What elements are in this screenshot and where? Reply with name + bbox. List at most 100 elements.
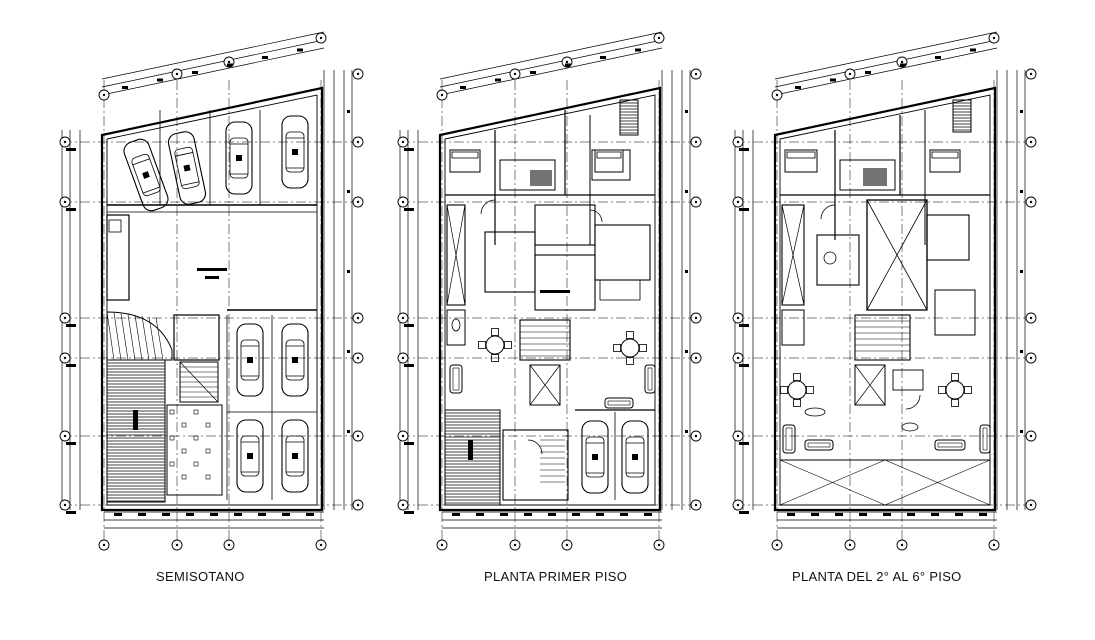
axis-bubble-dot xyxy=(657,36,661,40)
axis-bubble-dot xyxy=(736,356,740,360)
car-tag xyxy=(247,453,253,459)
parked-car xyxy=(621,420,649,494)
grid-axis-bubble xyxy=(436,539,448,551)
axis-bubble-dot xyxy=(1029,316,1033,320)
chair xyxy=(478,341,486,349)
dimension-label xyxy=(495,78,501,82)
elevator-cross xyxy=(854,364,886,406)
floor-marker xyxy=(205,448,211,454)
lobby xyxy=(502,429,569,501)
floor-level-label xyxy=(197,268,227,271)
room xyxy=(594,224,651,281)
room xyxy=(934,289,976,336)
bed-frame xyxy=(449,149,481,173)
axis-bubble-dot xyxy=(401,200,405,204)
dimension-label xyxy=(739,208,749,211)
axis-bubble-dot xyxy=(356,200,360,204)
sofa xyxy=(449,364,463,394)
floor-marker xyxy=(193,461,199,467)
car-tag xyxy=(236,155,242,161)
dimension-label xyxy=(565,63,571,67)
dining-set xyxy=(613,331,647,365)
plan-semisotano xyxy=(59,31,364,551)
dimension-label xyxy=(1020,430,1023,433)
shaft-cross xyxy=(781,204,805,306)
car-body xyxy=(281,115,309,189)
grid-axis-bubble xyxy=(352,136,364,148)
axis-bubble-dot xyxy=(694,434,698,438)
car-roof xyxy=(131,153,161,197)
axis-bubble-dot xyxy=(1029,434,1033,438)
dimension-label xyxy=(1020,270,1023,273)
sofa-body xyxy=(804,439,834,451)
dimension-label xyxy=(644,513,652,516)
grid-axis-bubble xyxy=(352,352,364,364)
car-tag xyxy=(592,454,598,460)
axis-bubble-dot xyxy=(63,503,67,507)
floor-marker xyxy=(205,422,211,428)
car-roof xyxy=(285,131,305,173)
ramp-line xyxy=(141,315,150,361)
car-tag xyxy=(292,149,298,155)
bed xyxy=(449,149,481,173)
grid-axis-bubble xyxy=(59,499,71,511)
grid-axis-bubble xyxy=(690,196,702,208)
axis-bubble-dot xyxy=(694,72,698,76)
car-tag xyxy=(183,164,191,172)
dining-set xyxy=(938,373,972,407)
room xyxy=(484,231,536,293)
dimension-label xyxy=(404,364,414,367)
kitchen-room xyxy=(839,159,896,191)
car-body xyxy=(281,323,309,397)
chair xyxy=(793,399,801,407)
axis-bubble-dot xyxy=(1029,200,1033,204)
floor-level-label xyxy=(205,276,219,279)
car-roof xyxy=(240,435,260,477)
chair xyxy=(491,328,499,336)
axis-bubble-dot xyxy=(736,434,740,438)
grid-axis-bubble xyxy=(59,196,71,208)
dimension-label xyxy=(66,148,76,151)
bed xyxy=(784,149,818,173)
dimension-label xyxy=(138,513,146,516)
dimension-label xyxy=(596,513,604,516)
axis-bubble-dot xyxy=(356,72,360,76)
door-swing xyxy=(480,199,496,215)
grid-axis-bubble xyxy=(509,539,521,551)
dimension-label xyxy=(811,513,819,516)
pillow xyxy=(596,151,622,159)
stair-hatch xyxy=(952,99,972,133)
dimension-label xyxy=(306,513,314,516)
dimension-label xyxy=(787,513,795,516)
grid-axis-bubble xyxy=(59,352,71,364)
dining-set xyxy=(780,373,814,407)
grid-axis-bubble xyxy=(844,68,856,80)
parked-car xyxy=(236,323,264,397)
grid-axis-bubble xyxy=(690,430,702,442)
grid-axis-bubble xyxy=(1025,430,1037,442)
axis-bubble-dot xyxy=(319,543,323,547)
car-body xyxy=(581,420,609,494)
light-well-cross xyxy=(866,199,928,311)
chair xyxy=(951,373,959,381)
dimension-label xyxy=(685,430,688,433)
axis-bubble-dot xyxy=(401,434,405,438)
ramp-line xyxy=(134,315,143,361)
stair-outline xyxy=(619,99,639,136)
furniture-block xyxy=(863,168,887,186)
parked-car xyxy=(281,115,309,189)
sofa xyxy=(604,397,634,409)
door-swing xyxy=(820,204,836,220)
plan-pisos-2-6 xyxy=(732,31,1037,551)
dimension-label xyxy=(685,270,688,273)
car-roof xyxy=(229,137,249,179)
dimension-label xyxy=(907,513,915,516)
axis-bubble-dot xyxy=(63,434,67,438)
dimension-label xyxy=(830,78,836,82)
ramp-line xyxy=(148,316,157,361)
bed xyxy=(929,149,961,173)
utility-room xyxy=(166,404,223,496)
dimension-label xyxy=(835,513,843,516)
car-tag xyxy=(292,357,298,363)
sofa xyxy=(979,424,991,454)
